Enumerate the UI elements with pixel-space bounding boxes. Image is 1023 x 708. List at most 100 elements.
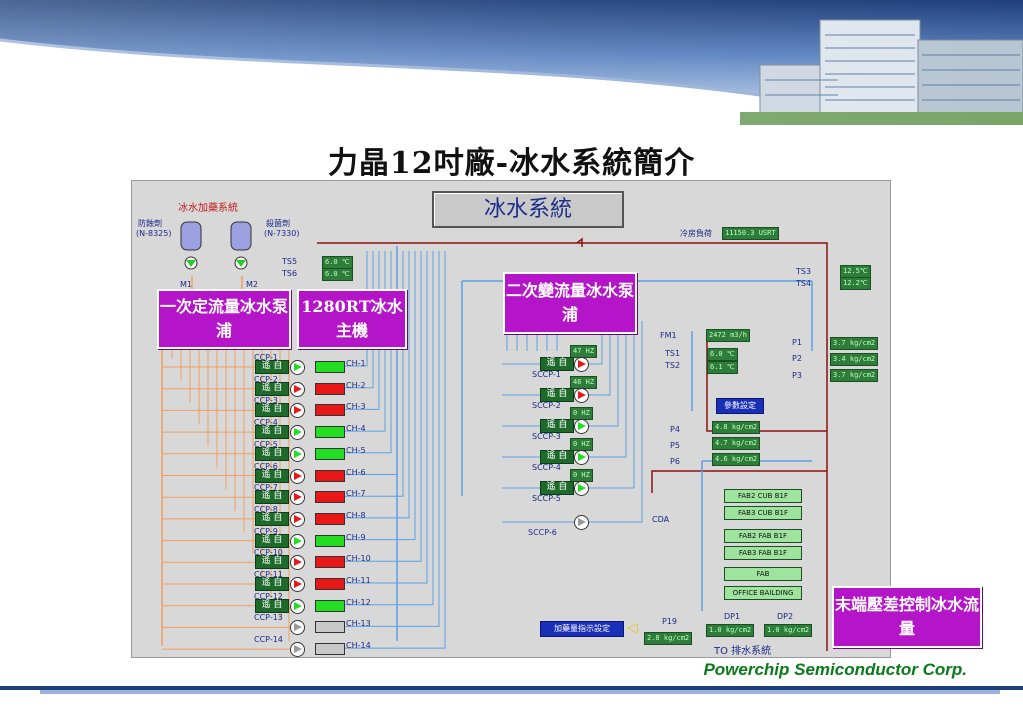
ccp-pump-icon[interactable] [290, 577, 305, 592]
chiller-label: CH-2 [346, 380, 366, 390]
auto-mode-badge[interactable]: 遙 自 [255, 360, 289, 374]
auto-mode-badge[interactable]: 遙 自 [255, 381, 289, 396]
callout-primary-pump-text: 一次定流量冰水泵浦 [159, 297, 288, 340]
chiller-status-indicator[interactable] [315, 534, 345, 547]
speaker-icon[interactable]: ◁ [627, 620, 638, 636]
return-pipe-red [317, 242, 828, 651]
auto-mode-badge[interactable]: 遙 自 [540, 419, 574, 433]
chiller-status-indicator[interactable] [315, 447, 345, 460]
chiller-label: CH-3 [346, 402, 366, 412]
sccp-pump-icon[interactable] [574, 481, 589, 496]
auto-mode-badge[interactable]: 遙 自 [255, 577, 289, 591]
sccp-pump-label: SCCP-2 [532, 401, 561, 410]
parameter-settings-button[interactable]: 參數設定 [716, 398, 764, 414]
ts6-label: TS6 [282, 269, 298, 278]
m1-label: M1 [180, 280, 192, 289]
m2-label: M2 [246, 280, 258, 289]
slide-title: 力晶12吋廠-冰水系統簡介 [327, 146, 696, 181]
ccp-pump-icon[interactable] [290, 490, 305, 506]
ccp-pump-icon[interactable] [290, 468, 305, 484]
ccp-pump-icon[interactable] [290, 360, 305, 375]
sccp-pump-icon[interactable] [574, 388, 589, 403]
auto-mode-badge[interactable]: 遙 自 [540, 481, 574, 495]
auto-mode-badge[interactable]: 遙 自 [540, 388, 574, 402]
chiller-label: CH-5 [346, 445, 366, 455]
pump-direction-icon [294, 493, 302, 502]
auto-mode-badge[interactable]: 遙 自 [255, 533, 289, 548]
ccp-pump-icon[interactable] [290, 620, 305, 636]
chiller-status-indicator[interactable] [315, 643, 345, 656]
chiller-label: CH-14 [346, 641, 371, 651]
auto-mode-badge[interactable]: 遙 自 [255, 490, 289, 505]
auto-mode-badge[interactable]: 遙 自 [255, 555, 289, 570]
auto-mode-badge[interactable]: 遙 自 [255, 425, 289, 440]
chiller-status-indicator[interactable] [315, 361, 345, 373]
auto-mode-badge[interactable]: 遙 自 [540, 357, 574, 371]
p5-value: 4.7 kg/cm2 [712, 437, 761, 450]
ts1-value: 6.0 ℃ [707, 348, 738, 361]
ccp-pump-label: CCP-3 [254, 396, 278, 406]
p6-value: 4.6 kg/cm2 [712, 453, 761, 466]
p19-label: P19 [662, 617, 678, 626]
ccp-pump-icon[interactable] [290, 403, 305, 419]
chiller-status-indicator[interactable] [315, 578, 345, 590]
pump-direction-icon [294, 384, 302, 393]
dp1-label: DP1 [724, 612, 741, 621]
chiller-label: CH-6 [346, 467, 366, 477]
auto-mode-badge[interactable]: 遙 自 [255, 468, 289, 483]
p5-label: P5 [670, 441, 680, 450]
chiller-label: CH-13 [346, 619, 371, 629]
ccp-pump-label: CCP-1 [254, 353, 278, 362]
chiller-status-indicator[interactable] [315, 556, 345, 569]
anticorrosive-label: 防蝕劑 [138, 219, 162, 228]
fab-branch-2[interactable]: FAB3 CUB B1F [724, 506, 802, 520]
sccp-pump-icon[interactable] [574, 450, 589, 465]
ccp-pump-icon[interactable] [290, 598, 305, 614]
chiller-label: CH-1 [346, 359, 366, 368]
sccp-pump-label: SCCP-5 [532, 494, 561, 503]
ccp-pump-icon[interactable] [290, 381, 305, 397]
pump-direction-icon [294, 623, 302, 632]
ccp-pump-icon[interactable] [290, 425, 305, 441]
pump-direction-icon [578, 360, 586, 368]
ccp-pump-label: CCP-2 [254, 374, 278, 384]
callout-primary-pump: 一次定流量冰水泵浦 [157, 289, 291, 349]
sccp-pump-icon[interactable] [574, 419, 589, 434]
auto-mode-badge[interactable]: 遙 自 [255, 446, 289, 461]
fab-branch-6[interactable]: OFFICE BAILDING [724, 586, 802, 600]
fab-branch-4[interactable]: FAB3 FAB B1F [724, 546, 802, 560]
ccp-pump-icon[interactable] [290, 511, 305, 527]
fab-branch-1[interactable]: FAB2 CUB B1F [724, 489, 802, 503]
chiller-label: CH-4 [346, 424, 366, 434]
ccp-pump-label: CCP-14 [254, 635, 283, 645]
chiller-status-indicator[interactable] [315, 382, 345, 395]
chiller-status-indicator[interactable] [315, 426, 345, 439]
ccp-pump-icon[interactable] [290, 642, 305, 658]
auto-mode-badge[interactable]: 遙 自 [540, 450, 574, 464]
sccp-pump-icon[interactable] [574, 357, 589, 372]
fab-branch-3[interactable]: FAB2 FAB B1F [724, 529, 802, 543]
ccp-pump-icon[interactable] [290, 446, 305, 462]
auto-mode-badge[interactable]: 遙 自 [255, 511, 289, 526]
chiller-status-indicator[interactable] [315, 469, 345, 482]
ccp-pump-label: CCP-8 [254, 504, 278, 514]
ccp-pump-icon[interactable] [290, 555, 305, 571]
pump-direction-icon [578, 484, 586, 492]
callout-chiller: 1280RT冰水主機 [297, 289, 407, 349]
sccp-pump-icon[interactable] [574, 515, 589, 530]
chiller-status-indicator[interactable] [315, 491, 345, 504]
chiller-status-indicator[interactable] [315, 512, 345, 525]
auto-mode-badge[interactable]: 遙 自 [255, 598, 289, 613]
pump-direction-icon [294, 536, 302, 545]
fab-branch-5[interactable]: FAB [724, 567, 802, 581]
chiller-status-indicator[interactable] [315, 621, 345, 634]
pump-direction-icon [294, 558, 302, 567]
chiller-status-indicator[interactable] [315, 404, 345, 417]
chiller-status-indicator[interactable] [315, 599, 345, 612]
ccp-pump-icon[interactable] [290, 533, 305, 549]
chiller-label: CH-10 [346, 554, 371, 564]
dosing-pump-icon [186, 260, 196, 267]
dosing-indicator-settings-button[interactable]: 加藥量指示設定 [540, 621, 624, 637]
auto-mode-badge[interactable]: 遙 自 [255, 403, 289, 418]
pump-direction-icon [294, 406, 302, 415]
